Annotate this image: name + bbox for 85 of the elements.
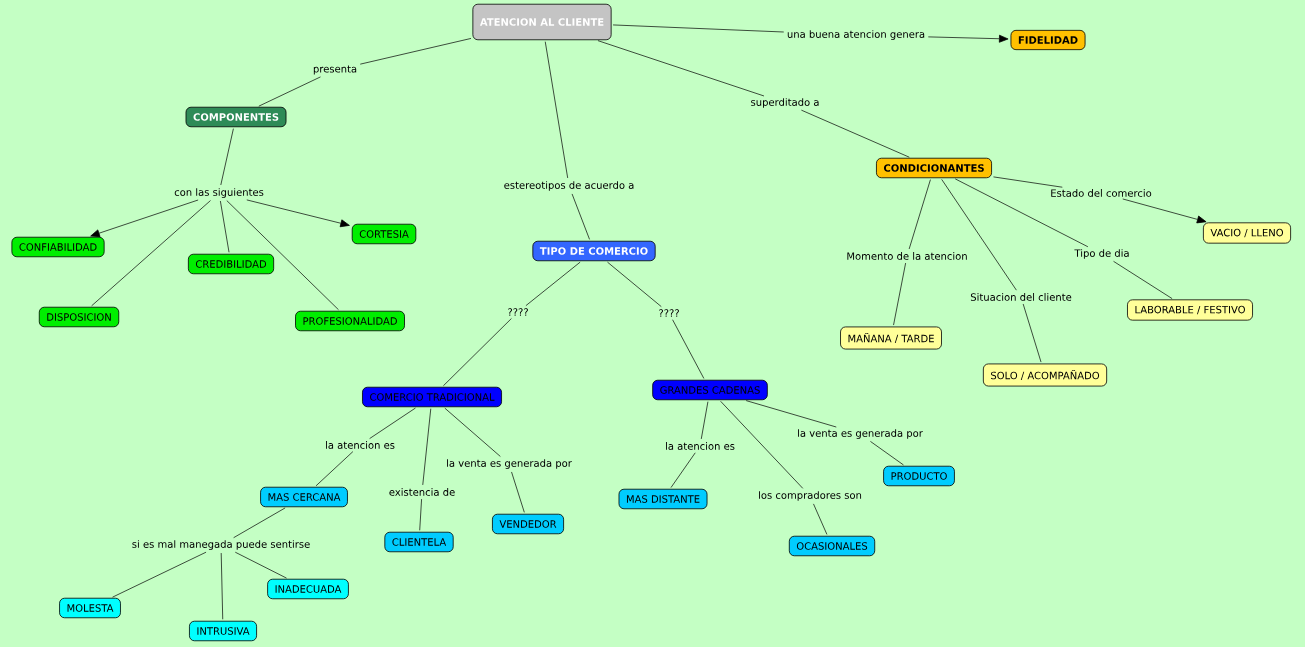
concept-box: FIDELIDAD (1010, 29, 1086, 51)
connector-line (315, 451, 354, 487)
connector-line (234, 551, 287, 579)
connector-line (813, 503, 828, 535)
linking-phrase: Momento de la atencion (847, 252, 967, 260)
linking-phrase: Estado del comercio (1051, 189, 1152, 197)
concept-box: VACIO / LLENO (1203, 222, 1291, 244)
concept-box: COMPONENTES (185, 106, 287, 128)
connector-line (941, 179, 1017, 291)
connector-line (672, 319, 705, 379)
connector-line (597, 40, 765, 97)
linking-phrase: estereotipos de acuerdo a (504, 181, 634, 191)
connector-line (893, 262, 906, 326)
concept-box: GRANDES CADENAS (652, 379, 768, 401)
concept-box: INADECUADA (267, 578, 349, 600)
connector-line (233, 507, 286, 539)
connector-line (525, 261, 581, 306)
concept-box: CLIENTELA (384, 531, 454, 553)
connector-line (954, 178, 1089, 248)
concept-box: CONDICIONANTES (876, 157, 992, 179)
concept-box: ATENCION AL CLIENTE (472, 3, 612, 41)
connector-line (220, 200, 230, 253)
connector-line (612, 24, 785, 33)
connector-line (571, 193, 590, 240)
concept-box: VENDEDOR (492, 513, 564, 535)
arrow (1122, 198, 1207, 224)
concept-box: TIPO DE COMERCIO (532, 240, 656, 262)
connector-line (444, 407, 501, 457)
concept-box: MOLESTA (59, 597, 121, 619)
arrow (927, 34, 1009, 43)
concept-box: OCASIONALES (788, 535, 876, 557)
arrow (90, 199, 199, 237)
connector-line (258, 76, 321, 107)
connector-line (544, 41, 569, 179)
connector-line (422, 408, 432, 486)
concept-box: MAÑANA / TARDE (840, 326, 942, 350)
linking-phrase: si es mal manegada puede sentirse (132, 540, 310, 550)
concept-box: CONFIABILIDAD (11, 236, 105, 258)
arrow (246, 199, 350, 228)
connector-line (369, 407, 416, 439)
connector-line (745, 400, 837, 428)
concept-box: SOLO / ACOMPAÑADO (982, 363, 1108, 387)
connector-line (1113, 261, 1173, 299)
concept-box: MAS DISTANTE (618, 488, 708, 510)
connector-line (801, 109, 910, 158)
linking-phrase: ???? (508, 308, 528, 316)
connector-line (112, 551, 207, 598)
linking-phrase: existencia de (389, 488, 455, 496)
linking-phrase: los compradores son (759, 491, 862, 501)
concept-box: MAS CERCANA (260, 486, 348, 508)
connector-line (993, 176, 1063, 188)
linking-phrase: una buena atencion genera (787, 30, 925, 40)
concept-box: LABORABLE / FESTIVO (1127, 299, 1253, 321)
concept-box: PRODUCTO (883, 465, 955, 487)
concept-box: CORTESIA (351, 223, 417, 245)
linking-phrase: Tipo de dia (1074, 249, 1129, 259)
linking-phrase: superditado a (751, 98, 819, 108)
concept-box: PROFESIONALIDAD (295, 310, 405, 332)
connector-line (670, 452, 696, 488)
connector-line (700, 401, 709, 440)
connector-line (443, 318, 512, 387)
linking-phrase: Situacion del cliente (970, 293, 1072, 301)
connector-line (419, 498, 422, 531)
connector-line (908, 179, 931, 250)
linking-phrase: la atencion es (666, 442, 735, 450)
linking-phrase: presenta (313, 65, 357, 75)
connector-line (220, 128, 234, 186)
connector-line (607, 261, 662, 307)
concept-box: DISPOSICION (38, 306, 120, 328)
connector-line (91, 200, 211, 307)
connector-line (359, 38, 472, 65)
concept-box: COMERCIO TRADICIONAL (362, 386, 502, 408)
concept-box: INTRUSIVA (189, 620, 257, 642)
connector-line (220, 552, 224, 620)
connector-line (226, 200, 339, 311)
connector-line (720, 400, 804, 489)
connector-line (870, 441, 904, 466)
connector-line (1022, 303, 1042, 363)
linking-phrase: ???? (659, 309, 679, 317)
linking-phrase: la venta es generada por (798, 429, 923, 439)
concept-box: CREDIBILIDAD (187, 253, 275, 275)
connector-line (511, 471, 525, 513)
linking-phrase: con las siguientes (174, 188, 264, 198)
linking-phrase: la atencion es (326, 441, 395, 449)
linking-phrase: la venta es generada por (447, 459, 572, 469)
